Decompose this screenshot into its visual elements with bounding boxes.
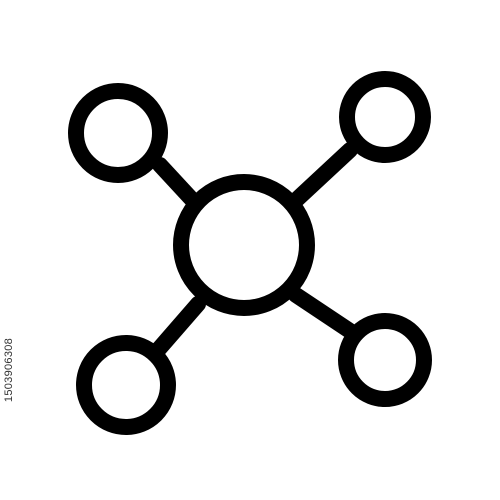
node-bottom-right xyxy=(338,313,432,407)
connector-bottom-left xyxy=(150,296,206,358)
node-top-left xyxy=(68,83,168,183)
connector-bottom-right xyxy=(288,287,361,341)
node-bottom-left xyxy=(76,335,176,435)
node-top-right xyxy=(339,71,431,163)
stock-id-label: 1503906308 xyxy=(0,300,18,440)
connector-top-right xyxy=(285,142,358,211)
stock-id-text: 1503906308 xyxy=(3,337,15,403)
center-node xyxy=(173,174,315,316)
